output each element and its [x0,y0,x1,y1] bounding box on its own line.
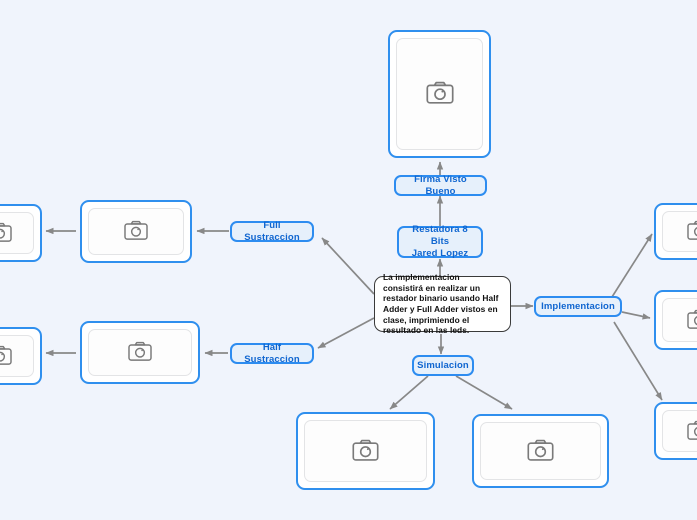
image-card-inner [662,211,697,252]
image-card[interactable] [80,200,192,263]
image-card-inner [0,335,34,377]
image-card-inner [662,410,697,452]
image-card[interactable] [0,204,42,262]
image-card[interactable] [654,203,697,260]
node-firma-visto-bueno[interactable]: Firma Visto Bueno [394,174,487,197]
image-card-inner [88,208,184,255]
image-card-inner [304,420,427,482]
image-card[interactable] [388,30,491,158]
image-card[interactable] [0,327,42,385]
image-card-inner [88,329,192,376]
node-full-sustraccion[interactable]: Full Sustraccion [230,220,314,243]
node-title[interactable]: Restadora 8 Bits Jared Lopez [397,224,483,259]
camera-icon [352,439,379,461]
camera-icon [687,309,697,329]
image-card[interactable] [296,412,435,490]
image-card[interactable] [654,402,697,460]
image-card[interactable] [472,414,609,488]
camera-icon [527,439,554,461]
node-simulacion[interactable]: Simulacion [412,355,474,376]
node-half-sustraccion[interactable]: Half Sustraccion [230,342,314,365]
image-card-inner [396,38,483,150]
camera-icon [687,420,697,440]
image-card[interactable] [654,290,697,350]
node-implementacion[interactable]: Implementacion [534,296,622,317]
image-card[interactable] [80,321,200,384]
camera-icon [687,220,697,240]
camera-icon [425,81,454,104]
camera-icon [128,341,152,361]
image-card-inner [480,422,601,480]
camera-icon [124,220,148,240]
node-central-description[interactable]: La implementacion consistirá en realizar… [374,272,511,335]
image-card-inner [0,212,34,254]
camera-icon [0,222,12,242]
image-card-inner [662,298,697,342]
camera-icon [0,345,12,365]
